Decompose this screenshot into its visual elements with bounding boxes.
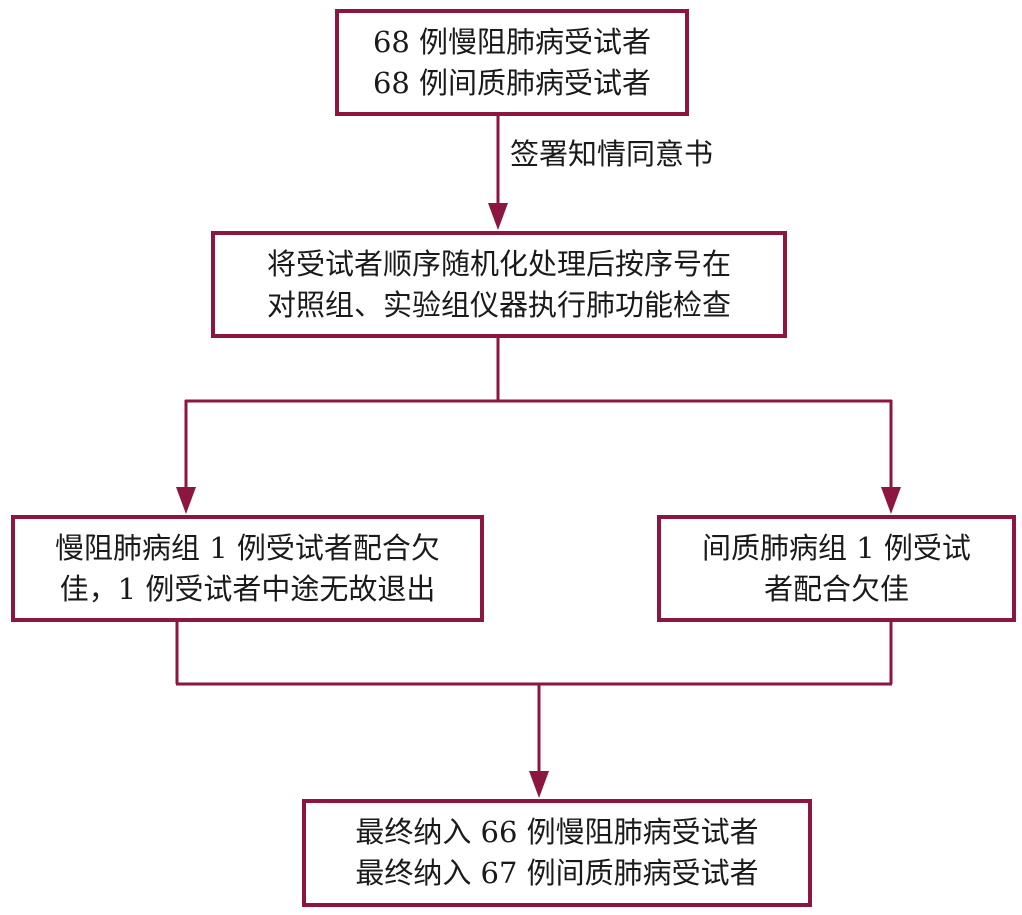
arrowhead-ild [881, 487, 901, 514]
node-ild-group: 间质肺病组 1 例受试 者配合欠佳 [657, 515, 1016, 622]
node-text-line: 间质肺病组 1 例受试 [702, 530, 971, 565]
node-text-line: 者配合欠佳 [763, 571, 909, 606]
arrowhead-final [529, 771, 549, 798]
node-text-line: 佳，1 例受试者中途无故退出 [59, 571, 436, 606]
node-text-line: 对照组、实验组仪器执行肺功能检查 [266, 287, 731, 322]
node-final-inclusion: 最终纳入 66 例慢阻肺病受试者 最终纳入 67 例间质肺病受试者 [302, 799, 812, 907]
node-start-subjects: 68 例慢阻肺病受试者 68 例间质肺病受试者 [335, 9, 689, 116]
node-copd-group: 慢阻肺病组 1 例受试者配合欠 佳，1 例受试者中途无故退出 [11, 515, 484, 622]
edge-label-consent: 签署知情同意书 [510, 137, 714, 171]
node-text-line: 最终纳入 66 例慢阻肺病受试者 [355, 815, 759, 849]
node-text-line: 慢阻肺病组 1 例受试者配合欠 [55, 530, 440, 565]
node-text-line: 68 例慢阻肺病受试者 [372, 24, 652, 59]
node-text-line: 68 例间质肺病受试者 [372, 65, 652, 100]
arrowhead-randomize [488, 203, 508, 230]
arrowhead-copd [176, 487, 196, 514]
node-text-line: 将受试者顺序随机化处理后按序号在 [266, 246, 731, 281]
node-randomization: 将受试者顺序随机化处理后按序号在 对照组、实验组仪器执行肺功能检查 [211, 231, 787, 338]
node-text-line: 最终纳入 67 例间质肺病受试者 [355, 856, 759, 890]
